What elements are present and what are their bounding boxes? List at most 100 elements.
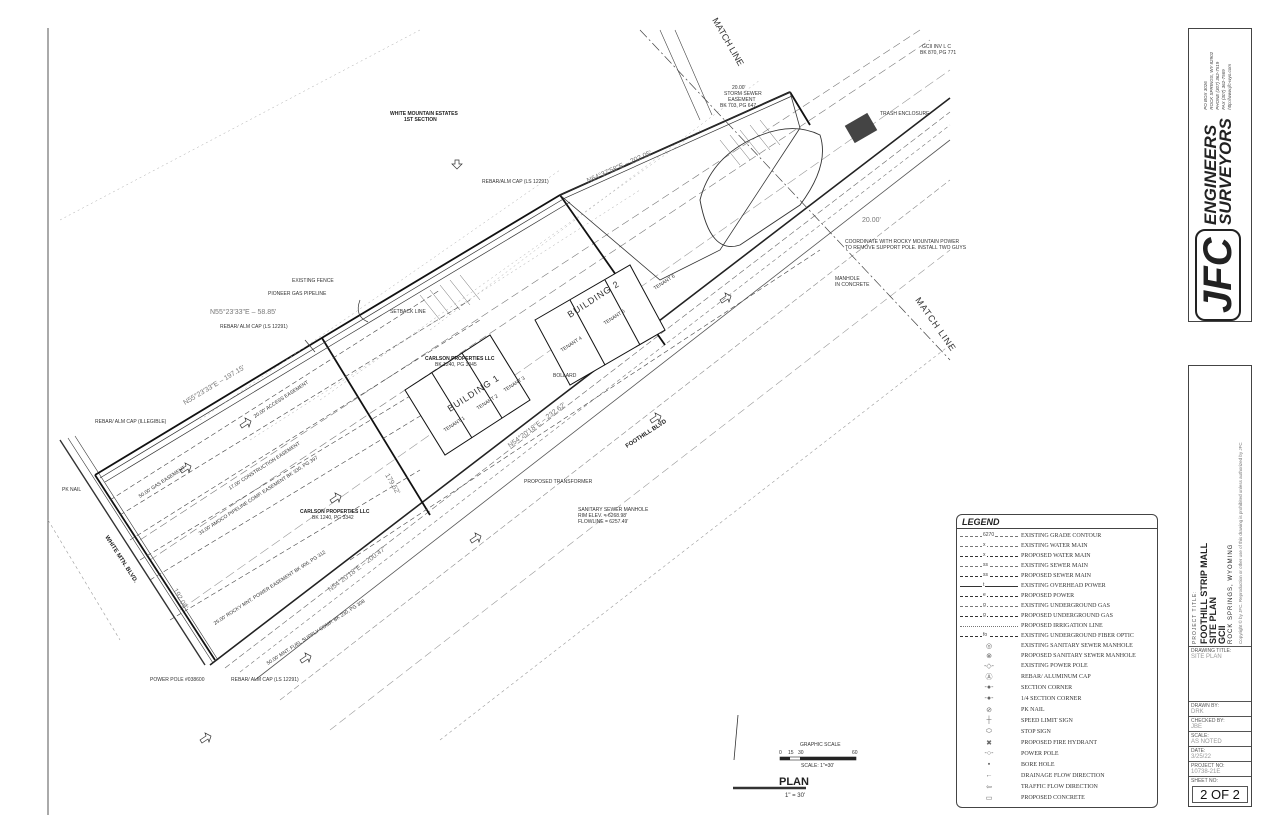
legend-item-label: PROPOSED IRRIGATION LINE <box>1021 623 1103 629</box>
traffic-arrow-icon: ⇦ <box>986 783 992 791</box>
label-white-mtn-blvd: WHITE MTN. BLVD. <box>103 535 138 585</box>
firm-surveyors: SURVEYORS <box>1216 118 1235 225</box>
graphic-scale-tick-30: 30 <box>798 750 804 756</box>
label-manhole-2: IN CONCRETE <box>835 282 870 288</box>
dashed-line-symbol: x <box>957 541 1021 548</box>
label-carlson-2-bk: BK 1240, PG 3342 <box>312 515 354 521</box>
proposed-manhole-icon: ⊗ <box>986 653 992 660</box>
legend-item-label: PROPOSED WATER MAIN <box>1021 553 1091 559</box>
legend-item-label: STOP SIGN <box>1021 728 1051 735</box>
drawn-by-value: DRK <box>1191 709 1204 715</box>
label-ssmh: SANITARY SEWER MANHOLE <box>578 507 649 513</box>
heavy-dashed-line-symbol: fo <box>957 631 1021 638</box>
label-trash-enclosure: TRASH ENCLOSURE <box>880 111 930 117</box>
label-ssmh-flow: FLOWLINE = 6257.49' <box>578 519 628 525</box>
north-fence <box>99 95 793 483</box>
scale-value: AS NOTED <box>1191 739 1222 745</box>
project-title-area: PROJECT TITLE: FOOTHILL STRIP MALL SITE … <box>1189 366 1251 646</box>
legend-item-label: EXISTING SANITARY SEWER MANHOLE <box>1021 643 1133 649</box>
legend-item: ⊗PROPOSED SANITARY SEWER MANHOLE <box>957 651 1157 661</box>
existing-manhole-icon: ◎ <box>985 643 993 650</box>
sheet-no-value: 2 OF 2 <box>1192 786 1248 803</box>
dashed-line-symbol: g <box>957 601 1021 608</box>
legend-item: ┼SPEED LIMIT SIGN <box>957 715 1157 726</box>
legend-item-label: PROPOSED UNDERGROUND GAS <box>1021 613 1114 619</box>
heavy-dashed-line-symbol: ss <box>957 571 1021 578</box>
label-carlson-1-bk: BK 1240, PG 3345 <box>435 362 477 368</box>
label-access-easement: 20.00' ACCESS EASEMENT <box>253 380 310 420</box>
scale-label: SCALE: <box>1191 733 1209 739</box>
building-1-outline <box>404 334 531 456</box>
project-no-field: PROJECT NO:10738-21E <box>1189 761 1251 776</box>
legend-item-label: PROPOSED POWER <box>1021 593 1075 599</box>
pk-nail-icon: ⊘ <box>986 706 992 714</box>
label-storm-easement-1: 20.00' <box>732 85 746 91</box>
graphic-scale-tick-0: 0 <box>779 750 782 756</box>
legend-item: PROPOSED IRRIGATION LINE <box>957 621 1157 631</box>
graphic-scale-label: SCALE: 1"=30' <box>801 763 834 769</box>
drawing-title-field: DRAWING TITLE: SITE PLAN <box>1189 646 1251 701</box>
label-gcii-bk: BK 870, PG 771 <box>920 50 956 56</box>
label-bearing-north: N64°37'58"E – 202.05' <box>586 149 653 185</box>
label-first-section: 1ST SECTION <box>404 117 437 123</box>
label-carlson-1: CARLSON PROPERTIES LLC <box>425 356 495 362</box>
legend-item-label: REBAR/ ALUMINUM CAP <box>1021 673 1091 680</box>
label-fuel-supply: 50.00' MNT. FUEL SUPPLY COMP. BK 230, PG… <box>266 598 367 666</box>
label-bearing-north-2: N55°23'33"E – 197.15' <box>182 364 246 407</box>
concrete-icon: ▭ <box>985 794 993 802</box>
legend-item: -○- POWER POLE <box>957 748 1157 759</box>
checked-by-label: CHECKED BY: <box>1191 718 1225 724</box>
heavy-dashed-line-symbol: g <box>957 611 1021 618</box>
parking-lot <box>419 91 823 321</box>
heavy-dashed-line-symbol: x <box>957 551 1021 558</box>
match-line-top <box>639 29 951 361</box>
trash-enclosure <box>844 112 878 144</box>
label-gas-easement: 50.00' GAS EASEMENT <box>138 465 187 500</box>
label-rebar-illegible: REBAR/ ALM CAP (ILLEGIBLE) <box>95 419 167 425</box>
legend-item-label: DRAINAGE FLOW DIRECTION <box>1021 772 1105 779</box>
traffic-flow-arrows <box>179 159 732 744</box>
graphic-scale-tick-60: 60 <box>852 750 858 756</box>
project-no-label: PROJECT NO: <box>1191 763 1225 769</box>
power-pole-icon: -○- <box>984 750 994 757</box>
label-bollard: BOLLARD <box>553 373 577 379</box>
bore-hole-icon: ▪ <box>987 761 991 768</box>
label-rebar-cap-1: REBAR/ ALM CAP (LS 12291) <box>220 324 288 330</box>
legend-item-label: PK NAIL <box>1021 706 1045 713</box>
section-corner-icon: -●- <box>984 684 994 691</box>
graphic-scale-title: GRAPHIC SCALE <box>800 742 841 748</box>
rebar-cap-icon: Ⓐ <box>985 673 993 681</box>
legend-item-label: SECTION CORNER <box>1021 684 1073 691</box>
road-north-2 <box>674 29 713 116</box>
drawn-by-field: DRAWN BY:DRK <box>1189 701 1251 716</box>
dashed-line-symbol: ss <box>957 561 1021 568</box>
project-title-2: SITE PLAN <box>1208 596 1218 644</box>
road-north <box>659 29 701 121</box>
legend-item: ⊘ PK NAIL <box>957 704 1157 715</box>
label-ssmh-rim: RIM ELEV. = 6268.98' <box>578 513 627 519</box>
graphic-scale-tick-15: 15 <box>788 750 794 756</box>
label-dim-20: 20.00' <box>862 217 881 224</box>
legend-item-label: TRAFFIC FLOW DIRECTION <box>1021 783 1098 790</box>
legend-item: -●- SECTION CORNER <box>957 682 1157 693</box>
scale-bar-graphic <box>733 756 857 790</box>
legend-item-label: SPEED LIMIT SIGN <box>1021 717 1073 724</box>
legend-item-label: POWER POLE <box>1021 750 1059 757</box>
drawn-by-label: DRAWN BY: <box>1191 703 1219 709</box>
drawing-title-value: SITE PLAN <box>1191 654 1222 660</box>
label-carlson-2: CARLSON PROPERTIES LLC <box>300 509 370 515</box>
legend-item: -◇-EXISTING POWER POLE <box>957 661 1157 671</box>
quarter-section-corner-icon: -●- <box>984 695 994 702</box>
plan-title: PLAN <box>779 776 809 788</box>
label-setback-line: SETBACK LINE <box>390 309 427 315</box>
fire-hydrant-icon: ✖ <box>986 739 992 747</box>
legend-item: ◎ EXISTING SANITARY SEWER MANHOLE <box>957 641 1157 651</box>
label-storm-easement-2: STORM SEWER <box>724 91 762 97</box>
building-2-outline <box>534 264 666 386</box>
